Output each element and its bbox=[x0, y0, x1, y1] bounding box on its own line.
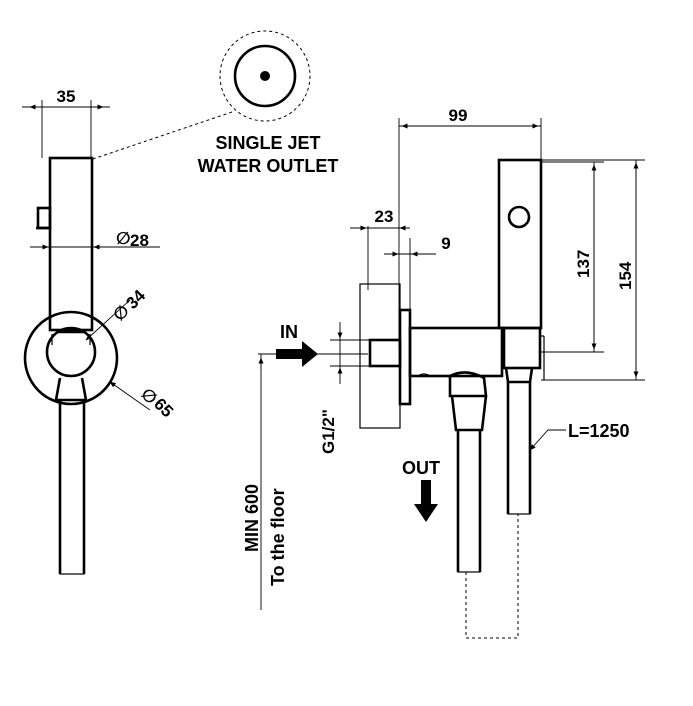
outlet-jet bbox=[260, 71, 270, 81]
in-label: IN bbox=[280, 322, 298, 342]
side-button bbox=[507, 205, 531, 229]
outlet-nut bbox=[448, 371, 488, 398]
out-label: OUT bbox=[402, 458, 440, 478]
out-arrow-icon bbox=[414, 480, 438, 522]
front-view: 35 ∅ 28 ∅ 34 ∅ 65 bbox=[22, 87, 177, 575]
dim-154: 154 bbox=[616, 261, 635, 290]
elbow-body bbox=[408, 326, 504, 378]
hose-length-label: L=1250 bbox=[568, 421, 630, 441]
detail-leader bbox=[89, 111, 233, 161]
thread-label: G1/2" bbox=[319, 409, 338, 454]
detail-circle bbox=[219, 30, 311, 122]
dim-23: 23 bbox=[375, 207, 394, 226]
side-view: 99 23 9 G1/2" IN MIN 600 To the flo bbox=[242, 106, 645, 639]
floor-label-line2: To the floor bbox=[268, 488, 288, 586]
dim-9: 9 bbox=[441, 234, 450, 253]
handshower-side bbox=[497, 158, 543, 330]
wall-plate bbox=[23, 310, 119, 406]
inlet-thread bbox=[368, 338, 402, 368]
floor-label-line1: MIN 600 bbox=[242, 484, 262, 552]
hose-side-left bbox=[457, 429, 481, 573]
outlet-ring bbox=[233, 44, 297, 108]
handshower-body bbox=[48, 156, 94, 332]
hose-front bbox=[59, 399, 85, 575]
diam-symbol-28: ∅ bbox=[116, 229, 131, 248]
hose-continuation bbox=[465, 514, 519, 639]
dim-99: 99 bbox=[449, 106, 468, 125]
holder-ring bbox=[45, 326, 97, 378]
hose-side-right bbox=[507, 381, 531, 515]
dim-35: 35 bbox=[57, 87, 76, 106]
push-button bbox=[36, 206, 52, 230]
hose-connector bbox=[54, 377, 88, 402]
outlet-label-line2: WATER OUTLET bbox=[198, 156, 339, 176]
holder-clip bbox=[502, 326, 542, 370]
dim-137: 137 bbox=[574, 250, 593, 278]
outlet-label-line1: SINGLE JET bbox=[215, 133, 320, 153]
wall-section bbox=[359, 283, 401, 429]
dim-28: 28 bbox=[130, 231, 149, 250]
wall-flange bbox=[398, 308, 412, 406]
outlet-detail: SINGLE JET WATER OUTLET bbox=[89, 30, 339, 176]
